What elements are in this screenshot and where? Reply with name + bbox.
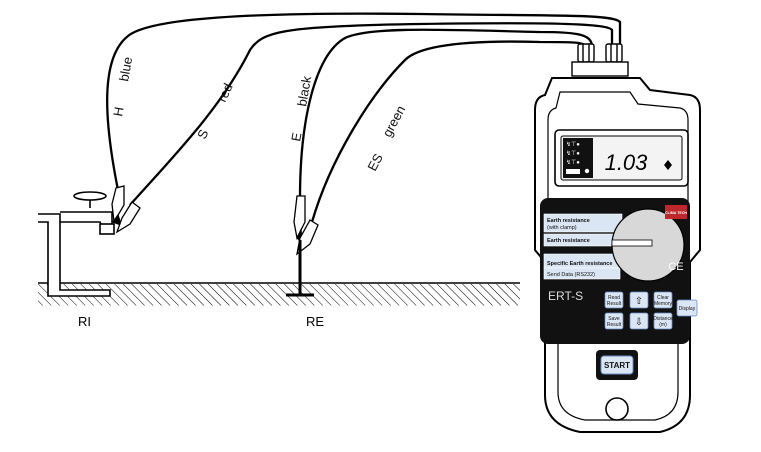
clip-es-green bbox=[296, 219, 319, 256]
lead-h-color: blue bbox=[116, 56, 135, 83]
distance-button[interactable]: Distance (m) bbox=[653, 312, 673, 330]
svg-text:(m): (m) bbox=[659, 322, 667, 328]
down-arrow-icon: ⇩ bbox=[635, 317, 643, 328]
model-label: ERT-S bbox=[548, 289, 583, 303]
svg-text:Memory: Memory bbox=[654, 301, 673, 307]
clear-memory-button[interactable]: Clear Memory bbox=[653, 291, 673, 309]
lead-es-color: green bbox=[379, 103, 408, 139]
svg-text:↯⊤●: ↯⊤● bbox=[566, 141, 580, 148]
lead-s-code: S bbox=[194, 127, 211, 141]
wire-e-black bbox=[298, 28, 594, 199]
save-result-button[interactable]: Save Result bbox=[604, 312, 624, 330]
wire-es-green bbox=[310, 40, 588, 223]
up-arrow-icon: ⇧ bbox=[635, 296, 643, 307]
mode3-label: Specific Earth resistance bbox=[547, 261, 612, 267]
clip-e-black bbox=[293, 195, 306, 244]
clip-s-red bbox=[115, 201, 141, 234]
svg-text:↯⊤●: ↯⊤● bbox=[566, 150, 580, 157]
lead-h-code: H bbox=[110, 106, 126, 118]
down-button[interactable]: ⇩ bbox=[629, 312, 649, 330]
test-leads bbox=[106, 12, 622, 223]
svg-text:START: START bbox=[604, 361, 630, 370]
svg-text:Distance: Distance bbox=[653, 316, 673, 322]
lead-s-color: red bbox=[214, 81, 236, 104]
up-button[interactable]: ⇧ bbox=[629, 291, 649, 309]
svg-text:Clear: Clear bbox=[657, 295, 669, 301]
svg-text:Read: Read bbox=[608, 295, 620, 301]
mode2-label: Earth resistance bbox=[547, 238, 590, 244]
brand-badge-text: CLIMA TECH bbox=[665, 211, 687, 215]
svg-text:Result: Result bbox=[607, 301, 622, 307]
svg-text:Display: Display bbox=[679, 306, 696, 312]
wire-h-blue bbox=[106, 12, 622, 191]
label-ri: RI bbox=[78, 314, 91, 329]
water-tap bbox=[38, 191, 115, 297]
start-button[interactable]: START bbox=[600, 355, 634, 375]
wire-s-red bbox=[129, 22, 614, 206]
ce-mark: CE bbox=[668, 261, 683, 273]
ground-surface bbox=[38, 282, 520, 307]
lcd-indicator-icon bbox=[664, 160, 672, 170]
brand-badge bbox=[665, 205, 687, 219]
lead-es-code: ES bbox=[364, 151, 386, 174]
lead-e-code: E bbox=[288, 131, 304, 142]
label-re: RE bbox=[306, 314, 324, 329]
svg-text:Save: Save bbox=[608, 316, 620, 322]
read-result-button[interactable]: Read Result bbox=[604, 291, 624, 309]
svg-text:Result: Result bbox=[607, 322, 622, 328]
lcd-reading: 1.03 bbox=[605, 150, 649, 175]
lead-connectors bbox=[571, 43, 629, 77]
svg-text:↯⊤●: ↯⊤● bbox=[566, 159, 580, 166]
mode1-label: Earth resistance bbox=[547, 218, 590, 224]
earth-tester-device: ↯⊤● ↯⊤● ↯⊤● 1.03 Earth resistance (with … bbox=[534, 43, 701, 433]
mode4-label: Send Data (RS232) bbox=[547, 272, 595, 278]
earth-electrode bbox=[286, 240, 314, 297]
lead-e-color: black bbox=[294, 75, 314, 108]
clip-h-blue bbox=[111, 185, 125, 227]
hanging-hole bbox=[605, 397, 629, 421]
mode1-sub: (with clamp) bbox=[547, 225, 577, 231]
function-labels bbox=[543, 213, 625, 280]
rotary-selector-knob[interactable] bbox=[611, 208, 685, 282]
display-button[interactable]: Display bbox=[676, 299, 698, 317]
